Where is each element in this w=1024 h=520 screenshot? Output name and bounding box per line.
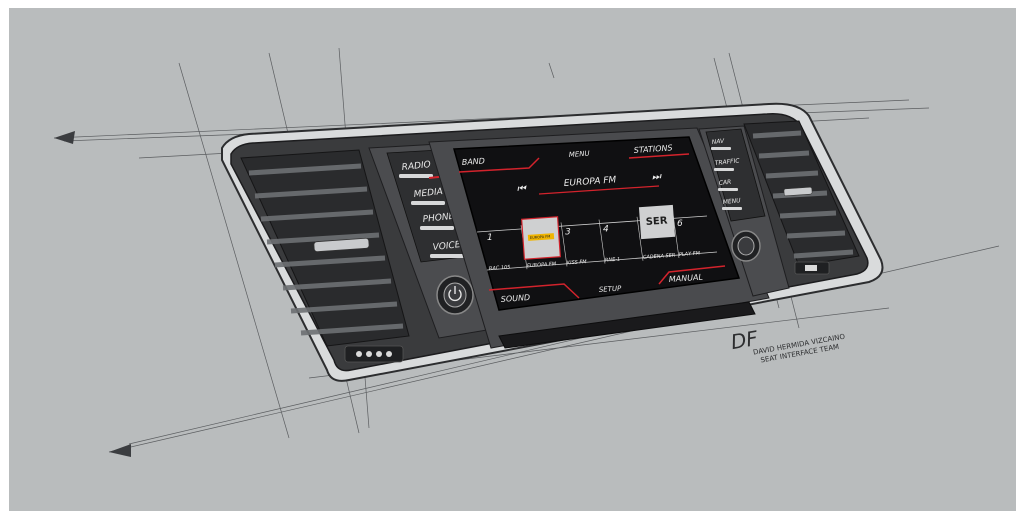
cd-slot xyxy=(498,301,756,349)
right-air-vent[interactable] xyxy=(743,120,860,267)
button-light-bar xyxy=(714,168,734,171)
left-button-2[interactable]: PHONE xyxy=(420,212,455,230)
power-icon xyxy=(448,286,462,302)
button-light-bar xyxy=(420,226,454,230)
left-button-label: MEDIA xyxy=(413,187,443,200)
volume-knob[interactable] xyxy=(436,275,474,315)
preset-name: CADENA SER xyxy=(643,253,676,261)
tab-stations[interactable]: STATIONS xyxy=(634,143,673,155)
right-button-label: MENU xyxy=(722,197,741,206)
preset-number: 3 xyxy=(565,227,571,237)
left-button-label: RADIO xyxy=(401,160,431,173)
tab-band[interactable]: BAND xyxy=(462,156,486,167)
europa-fm-logo-icon xyxy=(527,233,555,241)
logo-b-text: SER xyxy=(645,215,668,228)
right-button-label: CAR xyxy=(718,179,731,187)
tab-manual[interactable]: MANUAL xyxy=(669,273,704,284)
preset-5[interactable]: CADENA SER xyxy=(636,216,676,261)
left-button-label: PHONE xyxy=(422,212,455,225)
left-button-0[interactable]: RADIO xyxy=(399,160,433,178)
tab-menu[interactable]: MENU xyxy=(569,150,590,159)
preset-name: KISS FM xyxy=(567,259,588,266)
arrow-head-bottom xyxy=(109,444,131,457)
button-light-bar xyxy=(411,201,445,205)
right-buttons: NAV TRAFFIC CAR MENU xyxy=(711,138,742,210)
right-button-label: NAV xyxy=(711,138,725,146)
button-light-bar xyxy=(722,207,742,210)
right-button-column xyxy=(705,128,766,222)
infotainment-dashboard-sketch: RADIO MEDIA PHONE VOICE BAND MENU STATIONS ⏮ EU… xyxy=(53,47,1000,457)
button-light-bar xyxy=(430,254,464,258)
button-light-bar xyxy=(718,188,738,191)
right-button-label: TRAFFIC xyxy=(714,157,740,167)
preset-divider xyxy=(636,216,644,261)
button-light-bar xyxy=(711,147,731,150)
left-air-vent[interactable] xyxy=(240,149,410,347)
preset-number: 1 xyxy=(487,233,493,243)
right-button-1[interactable]: TRAFFIC xyxy=(714,157,741,171)
europa-fm-logo-tile[interactable]: EUROPA FM xyxy=(521,216,561,260)
preset-name: RNE-1 xyxy=(605,257,621,264)
stations-tab-outline xyxy=(628,153,690,159)
arrow-head-top xyxy=(54,131,75,144)
ser-logo-tile[interactable]: SER xyxy=(638,204,676,240)
preset-name: EUROPA FM xyxy=(527,261,557,269)
next-track-icon[interactable]: ⏭ xyxy=(651,171,663,183)
preset-divider xyxy=(560,222,568,267)
preset-name: PLAY FM xyxy=(679,250,701,258)
right-button-3[interactable]: MENU xyxy=(722,197,742,210)
preset-number: 6 xyxy=(677,219,683,229)
tab-setup[interactable]: SETUP xyxy=(599,284,623,294)
left-button-1[interactable]: MEDIA xyxy=(411,187,445,205)
tab-sound[interactable]: SOUND xyxy=(501,293,531,304)
designer-signature: DF DAVID HERMIDA VIZCAINO SEAT INTERFACE… xyxy=(729,326,846,365)
left-button-label: VOICE xyxy=(432,240,461,253)
right-button-2[interactable]: CAR xyxy=(718,179,738,191)
logo-tile-bg xyxy=(638,204,676,240)
sketch-canvas: RADIO MEDIA PHONE VOICE BAND MENU STATIONS ⏮ EU… xyxy=(9,8,1016,511)
preset-divider xyxy=(672,213,680,259)
right-small-switch[interactable] xyxy=(794,261,830,275)
left-button-3[interactable]: VOICE xyxy=(430,240,464,258)
hazard-switch[interactable] xyxy=(344,345,404,363)
right-button-0[interactable]: NAV xyxy=(711,138,731,150)
manual-tab-outline xyxy=(658,265,726,285)
logo-a-text: EUROPA FM xyxy=(530,235,551,240)
sound-tab-outline xyxy=(488,283,580,299)
preset-name: RAC 105 xyxy=(489,265,511,272)
left-buttons: RADIO MEDIA PHONE VOICE xyxy=(399,160,485,258)
prev-track-icon[interactable]: ⏮ xyxy=(516,183,528,195)
button-light-bar xyxy=(399,174,433,178)
tuning-knob[interactable] xyxy=(731,230,761,262)
preset-number: 4 xyxy=(603,225,609,235)
now-playing-underline xyxy=(538,185,660,195)
signature-initials: DF xyxy=(729,326,760,354)
preset-divider xyxy=(598,219,606,264)
now-playing-station: EUROPA FM xyxy=(564,175,617,189)
band-tab-outline xyxy=(458,157,540,173)
